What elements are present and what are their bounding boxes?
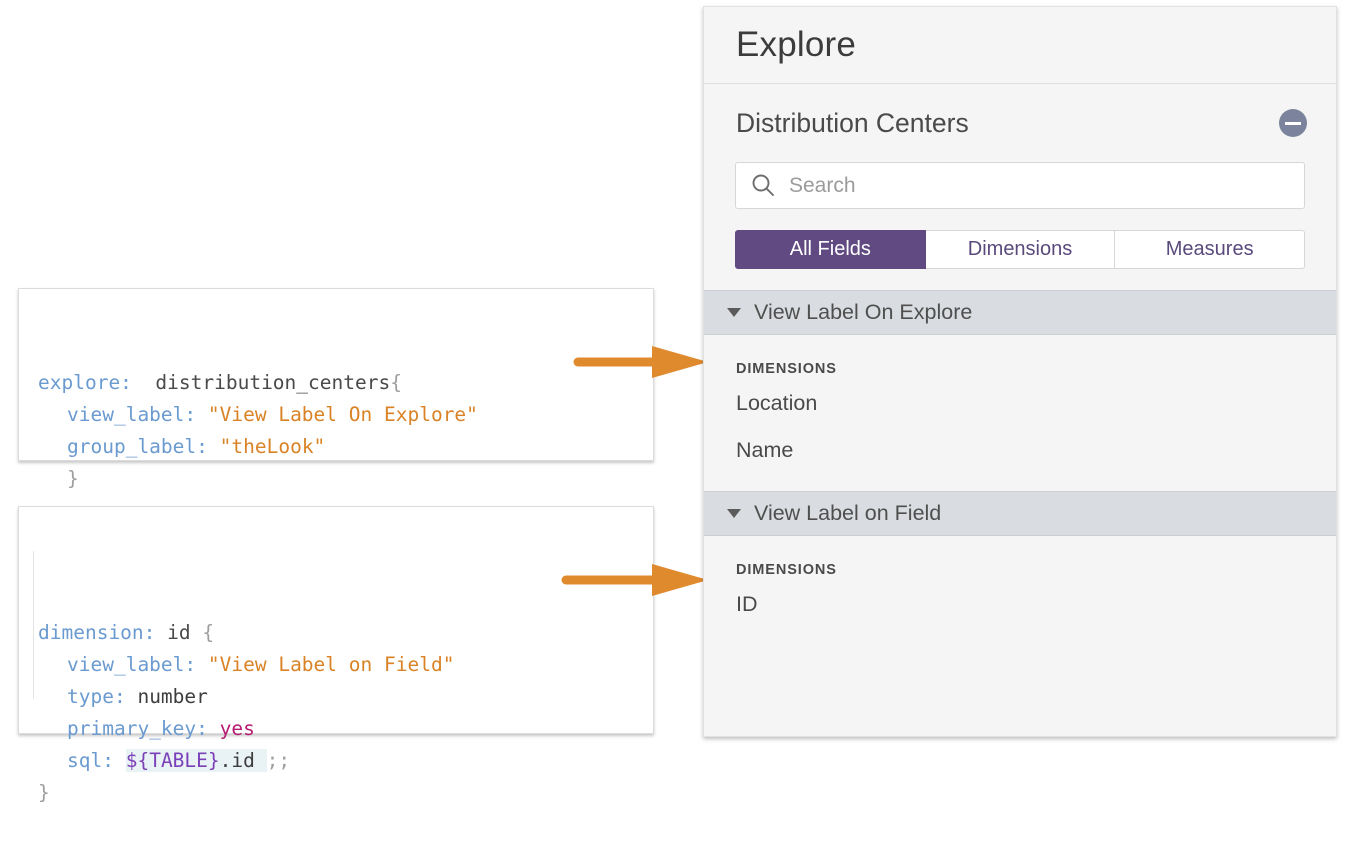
explore-panel: Explore Distribution Centers All Fields … [703, 6, 1337, 737]
code-line: explore: distribution_centers{ [19, 367, 653, 399]
code-token-name: distribution_centers [155, 371, 391, 394]
code-token-key: primary_key: [67, 717, 208, 740]
code-token-key: explore: [38, 371, 132, 394]
code-line: } [19, 777, 653, 809]
minus-circle-icon[interactable] [1279, 109, 1307, 137]
code-token-string: "View Label On Explore" [207, 403, 478, 426]
code-token-key: sql: [67, 749, 114, 772]
tab-all-fields[interactable]: All Fields [735, 230, 926, 269]
search-input[interactable] [787, 162, 1304, 209]
code-token-plain [196, 403, 208, 426]
code-token-name: id [167, 621, 191, 644]
tab-measures[interactable]: Measures [1115, 230, 1306, 269]
section-caption-dimensions: DIMENSIONS [736, 361, 837, 377]
code-lines-dimension: dimension: id {view_label: "View Label o… [19, 617, 653, 809]
code-token-sql-dot: .id [219, 749, 267, 772]
code-token-yes: yes [219, 717, 255, 740]
tab-dimensions[interactable]: Dimensions [925, 230, 1116, 269]
field-tab-group: All Fields Dimensions Measures [735, 230, 1306, 269]
code-lines-explore: explore: distribution_centers{view_label… [19, 367, 653, 495]
explore-code-card: explore: distribution_centers{view_label… [18, 288, 654, 490]
code-token-plain [126, 685, 138, 708]
code-token-string: "View Label on Field" [207, 653, 455, 676]
caret-down-icon [727, 509, 741, 518]
panel-title-bar: Explore [704, 7, 1336, 84]
code-token-key: view_label: [67, 403, 197, 426]
code-token-plain [155, 621, 167, 644]
tab-dimensions-label: Dimensions [967, 238, 1073, 260]
code-token-key: group_label: [67, 435, 208, 458]
field-group-header-view-label-on-explore[interactable]: View Label On Explore [704, 290, 1336, 335]
field-item-location[interactable]: Location [736, 391, 818, 415]
code-token-sql: ${TABLE} [125, 749, 220, 772]
code-token-plain [208, 435, 220, 458]
code-token-key: view_label: [67, 653, 197, 676]
field-item-id[interactable]: ID [736, 592, 758, 616]
code-token-string: "theLook" [219, 435, 326, 458]
code-line: sql: ${TABLE}.id ;; [19, 745, 653, 777]
field-group-label: View Label on Field [754, 501, 942, 525]
field-item-name[interactable]: Name [736, 438, 794, 462]
code-line: primary_key: yes [19, 713, 653, 745]
view-name: Distribution Centers [736, 107, 969, 138]
code-token-plain [208, 717, 220, 740]
code-line: } [19, 463, 653, 495]
indent-guide-rule [33, 551, 34, 699]
tab-all-fields-label: All Fields [789, 238, 871, 260]
view-header-row: Distribution Centers [704, 84, 1336, 162]
section-caption-dimensions: DIMENSIONS [736, 562, 837, 578]
code-line: type: number [19, 681, 653, 713]
code-line: view_label: "View Label On Explore" [19, 399, 653, 431]
code-token-semi: ;; [266, 749, 291, 772]
field-group-body-view-label-on-explore: DIMENSIONS Location Name [704, 335, 1336, 474]
code-token-brace: } [67, 467, 79, 490]
page-title: Explore [736, 25, 857, 64]
field-group-body-view-label-on-field: DIMENSIONS ID [704, 536, 1336, 628]
code-token-plain: number [137, 685, 208, 708]
code-line: dimension: id { [19, 617, 653, 649]
field-group-header-view-label-on-field[interactable]: View Label on Field [704, 491, 1336, 536]
code-token-plain [196, 653, 208, 676]
code-token-plain [191, 621, 203, 644]
code-token-plain [132, 371, 155, 394]
code-token-brace: } [38, 781, 50, 804]
code-token-key: type: [67, 685, 126, 708]
code-line: group_label: "theLook" [19, 431, 653, 463]
tabs-spacer [704, 269, 1336, 290]
tab-measures-label: Measures [1165, 238, 1254, 260]
code-token-plain [114, 749, 126, 772]
search-icon [751, 173, 776, 198]
code-token-key: dimension: [38, 621, 156, 644]
caret-down-icon [727, 308, 741, 317]
code-line: view_label: "View Label on Field" [19, 649, 653, 681]
field-group-label: View Label On Explore [754, 300, 973, 324]
code-token-brace: { [202, 621, 215, 644]
code-token-brace: { [390, 371, 402, 394]
search-field[interactable] [735, 162, 1305, 209]
dimension-code-card: dimension: id {view_label: "View Label o… [18, 506, 654, 804]
